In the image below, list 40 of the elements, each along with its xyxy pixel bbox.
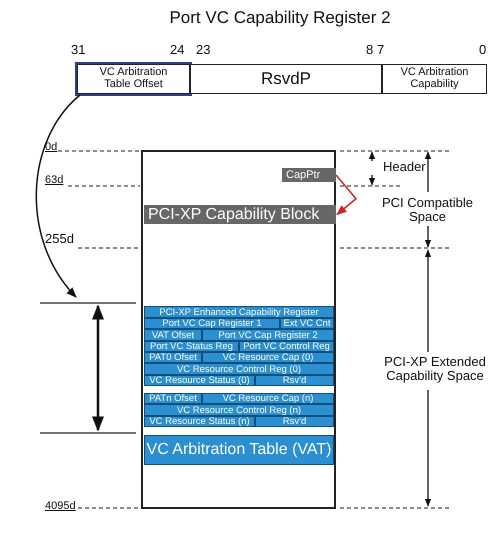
diagram-title: Port VC Capability Register 2 [168, 8, 392, 28]
register-row: PAT0 Ofset [144, 352, 202, 363]
register-row: Port VC Cap Register 1 [144, 318, 280, 329]
register-row: Rsv'd [255, 375, 334, 386]
register-row: VC Resource Control Reg (n) [144, 404, 334, 416]
register-row: PCI-XP Enhanced Capability Register [144, 306, 334, 318]
bit-number: 7 [377, 42, 384, 57]
register-row: VAT Ofset [144, 329, 202, 341]
register-row: VC Resource Status (0) [144, 375, 255, 386]
register-row: Port VC Cap Register 2 [202, 329, 334, 341]
region-label: PCI-XP Extended Capability Space [383, 355, 487, 384]
region-label: PCI Compatible Space [380, 196, 474, 225]
register-row: VC Resource Status (n) [144, 416, 255, 427]
pointer-tag: CapPtr [282, 168, 336, 182]
arrow [36, 94, 81, 298]
address-label: 63d [45, 174, 64, 186]
bit-number: 31 [71, 42, 86, 57]
register-row: Rsv'd [255, 416, 334, 427]
register-field: VC Arbitration Table Offset [77, 64, 190, 94]
bit-number: 24 [170, 42, 184, 57]
capability-block: PCI-XP Capability Block [144, 205, 336, 224]
register-row: VC Resource Cap (0) [202, 352, 334, 363]
table-block: VC Arbitration Table (VAT) [144, 435, 334, 465]
bit-number: 8 [366, 42, 374, 57]
arrow [335, 174, 358, 216]
register-field: VC Arbitration Capability [382, 64, 487, 94]
address-label: 4095d [45, 500, 76, 512]
address-label: 255d [45, 231, 74, 246]
register-row: Ext VC Cnt [280, 318, 334, 329]
memory-map-box [141, 150, 336, 509]
register-field: RsvdP [190, 64, 382, 94]
region-label: Header [383, 159, 426, 174]
register-row: Port VC Status Reg [144, 341, 239, 352]
bit-number: 0 [479, 42, 486, 57]
register-row: PATn Ofset [144, 393, 202, 404]
register-row: VC Resource Control Reg (0) [144, 363, 334, 375]
register-row: Port VC Control Reg [239, 341, 334, 352]
register-row: VC Resource Cap (n) [202, 393, 334, 404]
address-label: 0d [45, 141, 58, 153]
bit-number: 23 [196, 42, 210, 57]
